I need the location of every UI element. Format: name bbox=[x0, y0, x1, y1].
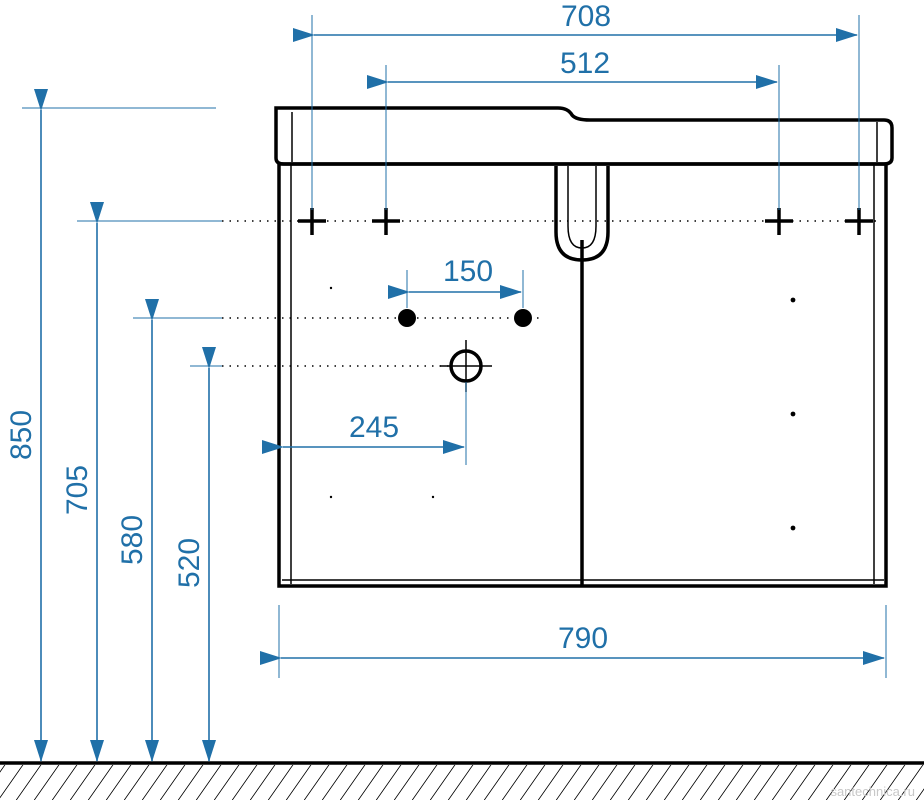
fixing-cross-1 bbox=[298, 208, 326, 235]
dimension-708: 708 bbox=[293, 0, 860, 210]
dimension-790-label: 790 bbox=[558, 622, 608, 655]
fixing-points bbox=[222, 208, 880, 235]
fixing-cross-3 bbox=[765, 208, 793, 235]
dimension-150-label: 150 bbox=[443, 255, 493, 288]
dimension-850-label: 850 bbox=[5, 410, 38, 460]
dimension-512: 512 bbox=[367, 47, 780, 210]
dimension-705: 705 bbox=[61, 202, 222, 762]
dimension-580-label: 580 bbox=[116, 515, 149, 565]
floor bbox=[0, 761, 924, 800]
tap-holes bbox=[222, 309, 540, 327]
dimension-705-label: 705 bbox=[61, 465, 94, 515]
vanity-cabinet bbox=[274, 106, 894, 588]
dimension-512-label: 512 bbox=[560, 47, 610, 80]
drain-hole bbox=[222, 340, 492, 392]
dimension-520-label: 520 bbox=[173, 538, 206, 588]
watermark: santechnica.ru bbox=[830, 784, 915, 799]
dimension-245-label: 245 bbox=[349, 411, 399, 444]
fixing-cross-2 bbox=[372, 208, 400, 235]
tap-hole-right bbox=[514, 309, 532, 327]
tap-hole-left bbox=[398, 309, 416, 327]
fixing-cross-4 bbox=[845, 208, 873, 235]
dimension-520: 520 bbox=[173, 347, 222, 762]
dimension-580: 580 bbox=[116, 299, 222, 762]
dimension-150: 150 bbox=[388, 255, 524, 308]
dimension-790: 790 bbox=[260, 605, 887, 678]
dimension-850: 850 bbox=[5, 89, 216, 762]
dimension-708-label: 708 bbox=[561, 0, 611, 33]
dimension-245: 245 bbox=[262, 382, 467, 465]
